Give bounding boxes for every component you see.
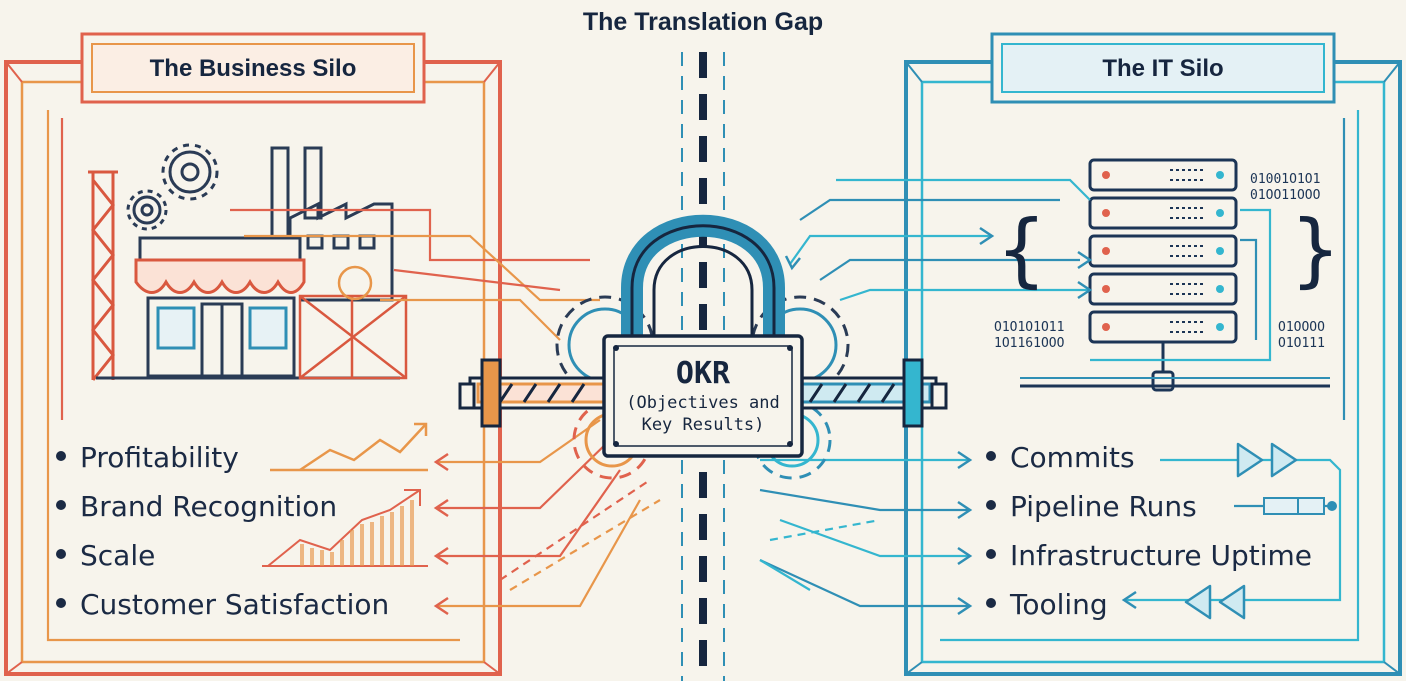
business-metrics-list: Profitability Brand Recognition Scale Cu… xyxy=(56,438,389,634)
okr-subtitle-line2: Key Results) xyxy=(641,415,765,435)
binary-line: O1O111 xyxy=(1278,336,1325,351)
it-metric-label: Commits xyxy=(1010,441,1135,474)
diagram-title: The Translation Gap xyxy=(582,8,824,36)
it-metrics-list: Commits Pipeline Runs Infrastructure Upt… xyxy=(986,438,1312,634)
list-item: Customer Satisfaction xyxy=(56,585,389,634)
open-brace-icon: { xyxy=(996,203,1047,296)
bullet-icon xyxy=(986,598,996,608)
binary-line: 01OO11OOO xyxy=(1250,188,1321,203)
business-metric-label: Brand Recognition xyxy=(80,490,338,523)
business-metric-label: Profitability xyxy=(80,441,239,474)
list-item: Infrastructure Uptime xyxy=(986,536,1312,585)
binary-code-top: 01001O1O1 01OO11OOO xyxy=(1250,172,1320,204)
list-item: Tooling xyxy=(986,585,1312,634)
binary-line: 1O1161OOO xyxy=(994,336,1065,351)
arrow-icon xyxy=(784,226,1137,616)
arrow-icon xyxy=(433,452,449,616)
okr-plate xyxy=(602,334,804,458)
it-silo-title-plate xyxy=(990,32,1336,104)
binary-line: O1O1O1O11 xyxy=(994,320,1065,335)
bullet-icon xyxy=(56,500,66,510)
progress-bar-icon xyxy=(1263,497,1337,515)
list-item: Scale xyxy=(56,536,389,585)
gear-icon xyxy=(126,143,219,231)
list-item: Profitability xyxy=(56,438,389,487)
bullet-icon xyxy=(986,451,996,461)
it-metric-label: Pipeline Runs xyxy=(1010,490,1197,523)
storefront-icon xyxy=(96,236,400,380)
bullet-icon xyxy=(986,500,996,510)
business-silo-title: The Business Silo xyxy=(149,55,357,82)
it-silo-title: The IT Silo xyxy=(1102,55,1224,82)
okr-title: OKR xyxy=(675,356,731,391)
binary-code-right: O1OOOO O1O111 xyxy=(1278,320,1325,352)
binary-line: 01001O1O1 xyxy=(1250,172,1321,187)
it-metric-label: Tooling xyxy=(1010,588,1108,621)
it-metric-label: Infrastructure Uptime xyxy=(1010,539,1313,572)
scaffold-icon xyxy=(88,170,118,381)
padlock-icon xyxy=(621,214,785,345)
close-brace-icon: } xyxy=(1290,203,1341,296)
scaffold-icon xyxy=(298,265,408,380)
business-connector-lines xyxy=(46,110,661,642)
trend-line-icon xyxy=(270,422,428,472)
business-silo-title-plate xyxy=(80,32,426,104)
business-metric-label: Customer Satisfaction xyxy=(80,588,390,621)
list-item: Brand Recognition xyxy=(56,487,389,536)
list-item: Commits xyxy=(986,438,1312,487)
business-metric-label: Scale xyxy=(80,539,156,572)
fast-forward-icon xyxy=(1236,442,1298,478)
okr-subtitle-line1: (Objectives and xyxy=(626,393,780,413)
bullet-icon xyxy=(56,451,66,461)
bullet-icon xyxy=(56,598,66,608)
bullet-icon xyxy=(56,549,66,559)
bullet-icon xyxy=(986,549,996,559)
okr-label: OKR (Objectives and Key Results) xyxy=(604,356,802,436)
list-item: Pipeline Runs xyxy=(986,487,1312,536)
binary-line: O1OOOO xyxy=(1278,320,1325,335)
server-rack-icon xyxy=(1020,158,1330,392)
bar-chart-icon xyxy=(262,489,428,567)
binary-code-left: O1O1O1O11 1O1161OOO xyxy=(994,320,1064,352)
rewind-icon xyxy=(1184,584,1246,620)
